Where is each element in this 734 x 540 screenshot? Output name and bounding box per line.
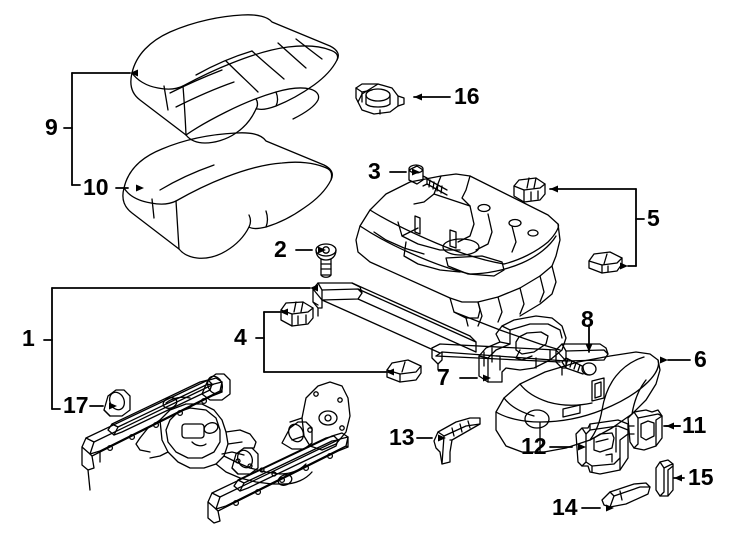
callout-label-8: 8 [581, 306, 594, 332]
callout-label-4: 4 [234, 324, 247, 350]
bolt-3 [408, 164, 448, 196]
switch-assembly-12 [575, 419, 629, 475]
callout-label-15: 15 [688, 464, 714, 490]
callout-label-14: 14 [552, 494, 578, 520]
leader-arrowheads [109, 69, 682, 512]
screw-8 [561, 357, 597, 376]
bracket-7 [478, 315, 567, 383]
callout-label-17: 17 [63, 392, 89, 418]
cap-14 [601, 482, 651, 508]
seat-track-assembly [81, 373, 351, 524]
seat-cushion-pad-10 [122, 132, 333, 259]
leader-lines [43, 72, 691, 509]
callout-label-11: 11 [682, 412, 707, 438]
seat-track-rail-upper [312, 282, 477, 354]
callout-label-6: 6 [694, 346, 707, 372]
callout-label-3: 3 [368, 158, 381, 184]
side-trim-panel-6 [495, 351, 661, 453]
callout-label-10: 10 [83, 174, 109, 200]
switch-knob-11 [627, 409, 663, 451]
pivot-boss-16 [355, 83, 405, 115]
callout-label-7: 7 [437, 364, 450, 390]
clip-5-lower [588, 251, 623, 274]
lever-13 [433, 417, 481, 465]
callout-label-5: 5 [647, 205, 660, 231]
seat-cushion-cover-9 [130, 14, 339, 144]
callout-label-13: 13 [389, 424, 415, 450]
callout-label-2: 2 [274, 236, 287, 262]
callout-label-9: 9 [45, 114, 58, 140]
cap-15 [655, 459, 674, 497]
bolt-2 [315, 243, 337, 278]
clip-5-upper [513, 177, 546, 203]
seat-frame-pan [355, 173, 561, 351]
callout-label-1: 1 [22, 325, 35, 351]
callout-label-16: 16 [454, 83, 480, 109]
callout-label-12: 12 [521, 433, 547, 459]
